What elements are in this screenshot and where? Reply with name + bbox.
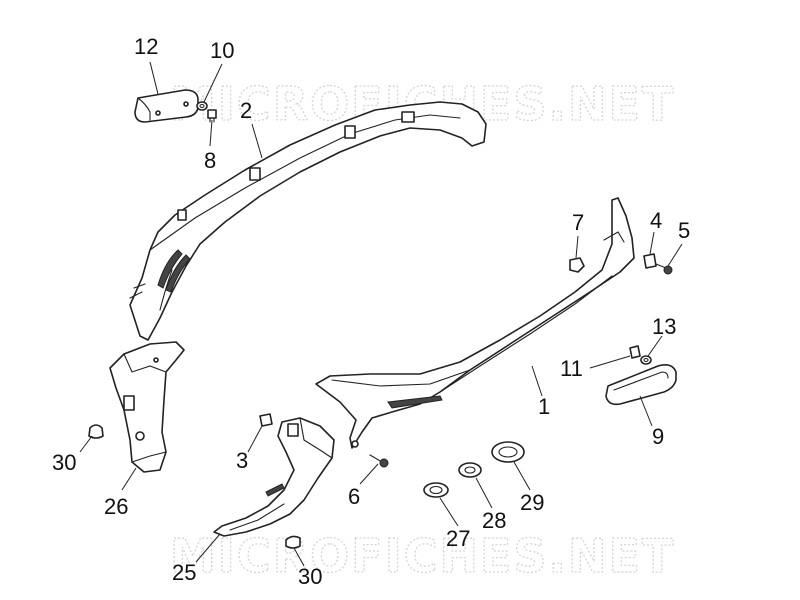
part-29-grommet <box>491 441 525 463</box>
part-25-lower-panel <box>213 417 335 537</box>
part-2-upper-trim <box>129 101 487 341</box>
callout-8: 8 <box>204 148 216 173</box>
callout-6: 6 <box>348 484 360 509</box>
callout-4: 4 <box>650 208 662 233</box>
callout-13: 13 <box>652 314 676 339</box>
callout-1: 1 <box>538 394 550 419</box>
part-30-grommet-left <box>88 424 104 439</box>
part-1-lower-trim <box>315 197 635 449</box>
callout-12: 12 <box>134 34 158 59</box>
part-11-clip <box>629 345 641 359</box>
leader-lines <box>79 61 683 567</box>
part-28-grommet <box>458 462 482 478</box>
watermark-bottom: MICROFICHES.NET <box>170 529 675 583</box>
callout-2: 2 <box>240 98 252 123</box>
part-27-grommet <box>423 482 449 498</box>
callout-labels: 12 10 2 8 7 4 5 13 11 1 9 30 26 3 6 27 2… <box>52 34 690 589</box>
callout-29: 29 <box>520 490 544 515</box>
callout-26: 26 <box>104 494 128 519</box>
callout-9: 9 <box>652 424 664 449</box>
callout-25: 25 <box>172 560 196 585</box>
part-30-grommet-bottom <box>285 535 301 549</box>
callout-10: 10 <box>210 38 234 63</box>
callout-30-left: 30 <box>52 450 76 475</box>
part-3-clip <box>259 413 273 427</box>
callout-30-bottom: 30 <box>298 564 322 589</box>
part-6-screw <box>369 454 389 468</box>
part-5-screw <box>655 263 673 275</box>
callout-3: 3 <box>236 448 248 473</box>
part-26-side-panel <box>109 341 185 473</box>
callout-5: 5 <box>678 218 690 243</box>
part-13-washer <box>640 355 652 365</box>
part-4-clip <box>643 253 657 269</box>
part-8-clip <box>207 109 217 123</box>
callout-28: 28 <box>482 508 506 533</box>
callout-11: 11 <box>560 356 583 381</box>
part-9-block <box>605 364 677 406</box>
part-7-nut <box>569 257 585 273</box>
part-10-washer <box>196 101 208 111</box>
callout-7: 7 <box>572 210 584 235</box>
part-12-block <box>134 89 199 123</box>
callout-27: 27 <box>446 526 470 551</box>
